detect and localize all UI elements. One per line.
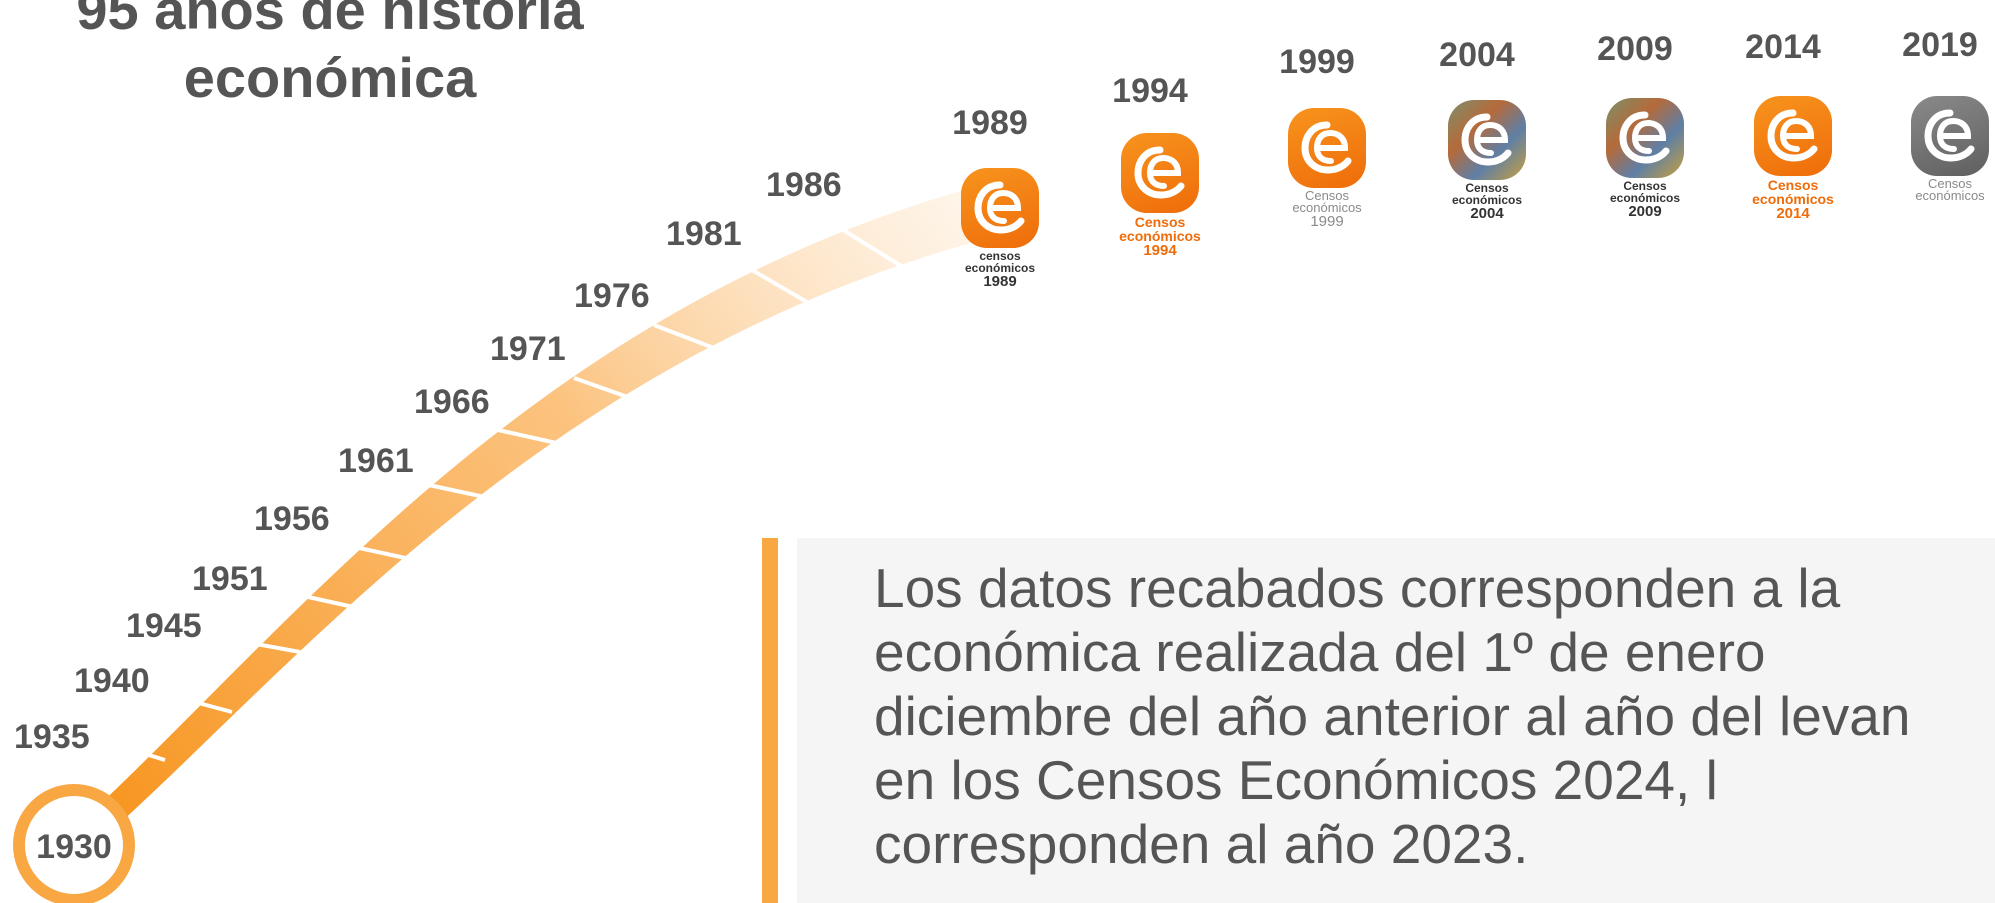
caption-line: Censos: [1134, 214, 1186, 230]
caption-line: Censos: [1623, 179, 1667, 193]
timeline-year-1971: 1971: [490, 330, 566, 368]
timeline-divider: [838, 226, 942, 292]
timeline-divider: [125, 746, 166, 762]
logo-year-label: 1994: [1112, 72, 1188, 110]
census-e-icon: [1121, 133, 1199, 213]
timeline-divider: [750, 268, 857, 332]
info-line: diciembre del año anterior al año del le…: [874, 685, 1911, 747]
caption-line: Censos: [1465, 181, 1509, 195]
timeline-year-1940: 1940: [74, 662, 150, 700]
census-e-icon: [1448, 100, 1526, 180]
logo-year-label: 2019: [1902, 26, 1978, 64]
census-e-icon: [1288, 108, 1366, 188]
caption-line: económicos: [1609, 191, 1681, 205]
info-line: económica realizada del 1º de enero: [874, 621, 1766, 683]
caption-line: Censos: [1767, 177, 1819, 193]
start-year-ring: [13, 784, 135, 903]
timeline-divider: [349, 544, 425, 564]
caption-line: Censos: [1927, 176, 1973, 191]
census-e-icon: [1754, 96, 1832, 176]
slide-title: 95 años de historia económica: [40, 0, 620, 112]
caption-line: económicos: [1292, 200, 1362, 215]
timeline-divider: [423, 482, 509, 504]
caption-line: censos: [979, 249, 1021, 263]
info-accent-bar: [762, 538, 778, 903]
caption-line: económicos: [1915, 188, 1985, 203]
title-line-1: 95 años de historia: [76, 0, 584, 41]
timeline-year-1976: 1976: [574, 277, 650, 315]
timeline-year-1951: 1951: [192, 560, 268, 598]
census-e-icon: [961, 168, 1039, 248]
timeline-year-1935: 1935: [14, 718, 90, 756]
caption-line: económicos: [964, 261, 1036, 275]
title-line-2: económica: [183, 46, 477, 109]
caption-year: 1994: [1143, 242, 1177, 259]
caption-year: 1989: [983, 273, 1017, 290]
timeline-divider: [573, 376, 665, 412]
caption-year: 2014: [1776, 205, 1810, 222]
timeline-divider: [233, 638, 301, 654]
logo-year-label: 2014: [1745, 28, 1821, 66]
caption-line: económicos: [1119, 228, 1201, 244]
timeline-year-1986: 1986: [766, 166, 842, 204]
logo-year-label: 1989: [952, 104, 1028, 142]
logo-year-label: 2004: [1439, 36, 1515, 74]
info-panel: [797, 538, 1995, 903]
timeline-year-1981: 1981: [666, 215, 742, 253]
timeline-year-1956: 1956: [254, 500, 330, 538]
timeline-divider: [179, 696, 233, 714]
timeline-year-1945: 1945: [126, 607, 202, 645]
caption-line: económicos: [1752, 191, 1834, 207]
timeline-arc: [80, 180, 1000, 823]
start-year-label: 1930: [36, 828, 112, 866]
caption-line: económicos: [1451, 193, 1523, 207]
logo-year-label: 2009: [1597, 30, 1673, 68]
info-text: Los datos recabados corresponden a la ec…: [874, 556, 1995, 876]
timeline-divider: [289, 591, 359, 610]
timeline-year-1961: 1961: [338, 442, 414, 480]
info-line: Los datos recabados corresponden a la: [874, 557, 1841, 619]
info-line: corresponden al año 2023.: [874, 813, 1529, 875]
caption-year: 1999: [1310, 213, 1344, 230]
caption-year: 2004: [1470, 205, 1504, 222]
census-e-icon: [1606, 98, 1684, 178]
timeline-year-1966: 1966: [414, 383, 490, 421]
timeline-dividers: [125, 226, 942, 762]
caption-year: 2009: [1628, 203, 1662, 220]
info-line: en los Censos Económicos 2024, l: [874, 749, 1718, 811]
logo-year-label: 1999: [1279, 43, 1355, 81]
census-e-icon: [1911, 96, 1989, 176]
timeline-divider: [497, 428, 589, 452]
caption-line: Censos: [1304, 188, 1350, 203]
timeline-divider: [653, 323, 759, 367]
